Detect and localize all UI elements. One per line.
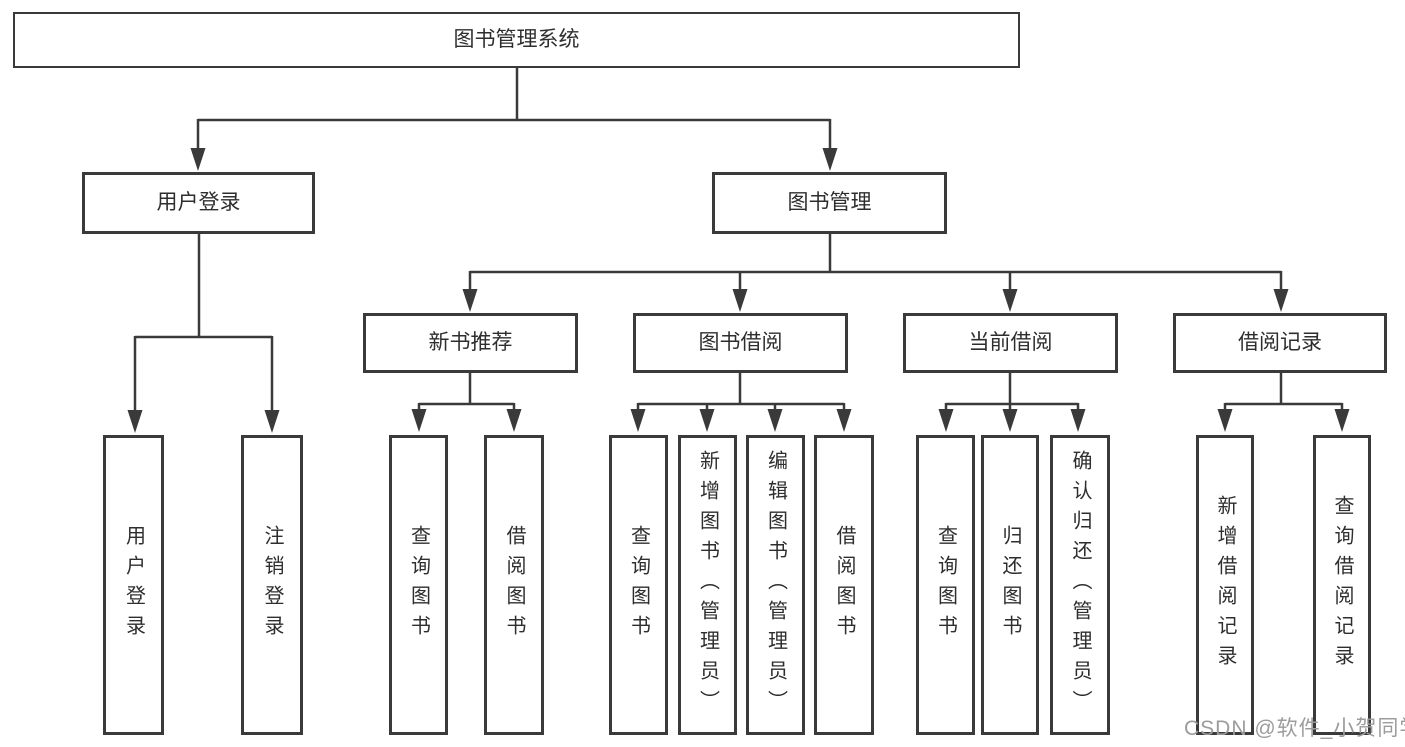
leaf-user-login-label: 用户登录 — [122, 525, 145, 645]
leaf-add-book-admin-label: 新增图书（管理员） — [696, 450, 719, 720]
node-current-borrow: 当前借阅 — [903, 313, 1118, 373]
leaf-recommend-borrow-books: 借阅图书 — [484, 435, 544, 735]
leaf-recommend-query-books-label: 查询图书 — [407, 525, 430, 645]
leaf-confirm-return-admin-label: 确认归还（管理员） — [1069, 450, 1091, 720]
node-library-system-label: 图书管理系统 — [453, 28, 580, 52]
node-library-system: 图书管理系统 — [13, 12, 1020, 68]
leaf-current-query-books: 查询图书 — [916, 435, 975, 735]
leaf-logout: 注销登录 — [241, 435, 303, 735]
leaf-add-book-admin: 新增图书（管理员） — [678, 435, 737, 735]
leaf-query-borrow-record-label: 查询借阅记录 — [1331, 495, 1353, 675]
leaf-borrow-books: 借阅图书 — [814, 435, 874, 735]
leaf-recommend-borrow-books-label: 借阅图书 — [503, 525, 525, 645]
node-book-management-label: 图书管理 — [787, 191, 872, 215]
leaf-borrow-query-books: 查询图书 — [609, 435, 668, 735]
node-book-management: 图书管理 — [712, 172, 947, 234]
leaf-borrow-query-books-label: 查询图书 — [627, 525, 650, 645]
node-new-book-recommend: 新书推荐 — [363, 313, 578, 373]
node-new-book-recommend-label: 新书推荐 — [428, 331, 513, 355]
leaf-borrow-books-label: 借阅图书 — [833, 525, 855, 645]
node-borrow-records-label: 借阅记录 — [1238, 331, 1322, 355]
node-borrow-records: 借阅记录 — [1173, 313, 1387, 373]
leaf-add-borrow-record-label: 新增借阅记录 — [1214, 495, 1236, 675]
leaf-recommend-query-books: 查询图书 — [389, 435, 448, 735]
leaf-add-borrow-record: 新增借阅记录 — [1196, 435, 1254, 735]
leaf-user-login: 用户登录 — [103, 435, 164, 735]
leaf-return-books-label: 归还图书 — [999, 525, 1021, 645]
leaf-edit-book-admin-label: 编辑图书（管理员） — [764, 450, 787, 720]
node-user-login-label: 用户登录 — [156, 191, 241, 215]
leaf-edit-book-admin: 编辑图书（管理员） — [746, 435, 805, 735]
leaf-query-borrow-record: 查询借阅记录 — [1313, 435, 1371, 735]
leaf-return-books: 归还图书 — [981, 435, 1039, 735]
leaf-current-query-books-label: 查询图书 — [934, 525, 957, 645]
node-book-borrow-label: 图书借阅 — [698, 331, 783, 355]
leaf-confirm-return-admin: 确认归还（管理员） — [1050, 435, 1110, 735]
node-user-login: 用户登录 — [82, 172, 315, 234]
arrowheads — [127, 148, 1350, 433]
csdn-watermark: CSDN @软件_小贺同学 — [1184, 717, 1405, 740]
node-current-borrow-label: 当前借阅 — [968, 331, 1053, 355]
leaf-logout-label: 注销登录 — [261, 525, 283, 645]
node-book-borrow: 图书借阅 — [633, 313, 848, 373]
